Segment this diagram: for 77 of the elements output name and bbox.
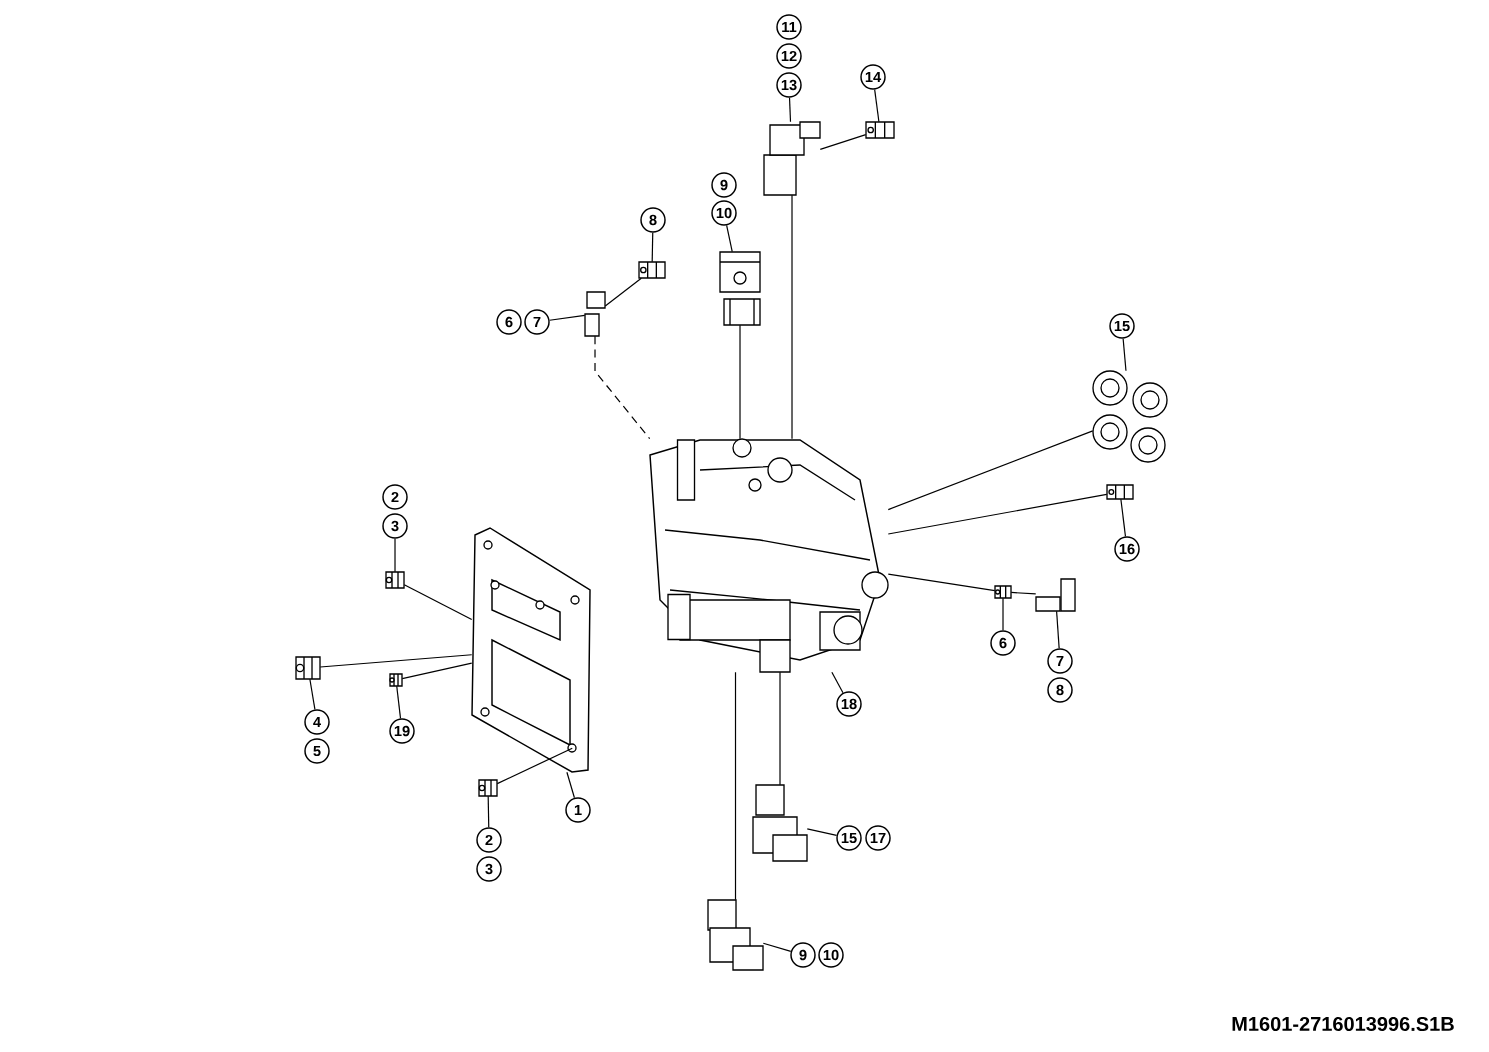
elbow-fitting-drawing [752,784,808,862]
callout-number: 7 [1047,648,1073,674]
assembly-line [734,671,737,901]
assembly-line [887,573,996,592]
assembly-line [739,324,741,440]
leader-line [1120,498,1127,537]
callout-number: 11 [776,14,802,40]
callout-number: 6 [496,309,522,335]
callout-number: 15 [836,825,862,851]
callout-number: 3 [382,513,408,539]
leader-line [1002,597,1004,631]
callout-number: 8 [1047,677,1073,703]
elbow-fitting-drawing [1035,578,1076,612]
leader-line [566,771,575,799]
callout-number: 5 [304,738,330,764]
leader-line [762,942,792,952]
callout-number: 2 [476,827,502,853]
assembly-line [779,671,781,786]
leader-line [726,224,733,253]
elbow-fitting-drawing [763,121,821,196]
callout-number: 9 [790,942,816,968]
assembly-line [819,134,867,150]
assembly-line [594,335,651,440]
callout-number: 10 [818,942,844,968]
callout-number: 10 [711,200,737,226]
leader-line [831,671,844,694]
assembly-line [1010,591,1037,595]
callout-number: 3 [476,856,502,882]
bolt-drawing [478,779,498,797]
callout-number: 4 [304,709,330,735]
callout-number: 8 [640,207,666,233]
callout-number: 6 [990,630,1016,656]
elbow-fitting-drawing [719,251,761,326]
bolt-drawing [385,571,405,589]
leader-line [1056,610,1060,649]
elbow-fitting-drawing [707,899,764,971]
leader-line [394,538,396,573]
callout-number: 19 [389,718,415,744]
leader-line [309,678,316,711]
callout-number: 12 [776,43,802,69]
fitting-drawing [994,585,1012,599]
leader-line [651,232,654,263]
callout-number: 16 [1114,536,1140,562]
fitting-drawing [865,121,895,139]
callout-number: 7 [524,309,550,335]
callout-number: 13 [776,72,802,98]
callout-number: 2 [382,484,408,510]
assembly-line [401,662,473,680]
assembly-line [403,584,473,621]
fitting-drawing [638,261,666,279]
callout-number: 14 [860,64,886,90]
mounting-plate-drawing [471,527,591,773]
callout-number: 15 [1109,313,1135,339]
assembly-line [887,430,1094,511]
leader-line [487,795,490,828]
assembly-line [604,277,642,307]
leader-line [788,97,792,123]
callout-number: 1 [565,797,591,823]
leader-line [806,828,838,836]
assembly-line [496,747,573,785]
drawing-number: M1601-2716013996.S1B [1232,1016,1454,1032]
callout-number: 9 [711,172,737,198]
control-valve-drawing [649,438,889,673]
assembly-line [887,493,1108,535]
leader-line [1122,338,1127,372]
clip-drawing [389,673,403,687]
callout-number: 17 [865,825,891,851]
leader-line [874,89,880,123]
callout-number: 18 [836,691,862,717]
plug-set-drawing [1092,370,1168,463]
plug-drawing [295,656,321,680]
assembly-line [319,654,473,668]
leader-line [396,685,402,719]
fitting-drawing [1106,484,1134,500]
assembly-line [791,194,793,440]
elbow-fitting-drawing [584,291,606,337]
leader-line [549,314,586,321]
